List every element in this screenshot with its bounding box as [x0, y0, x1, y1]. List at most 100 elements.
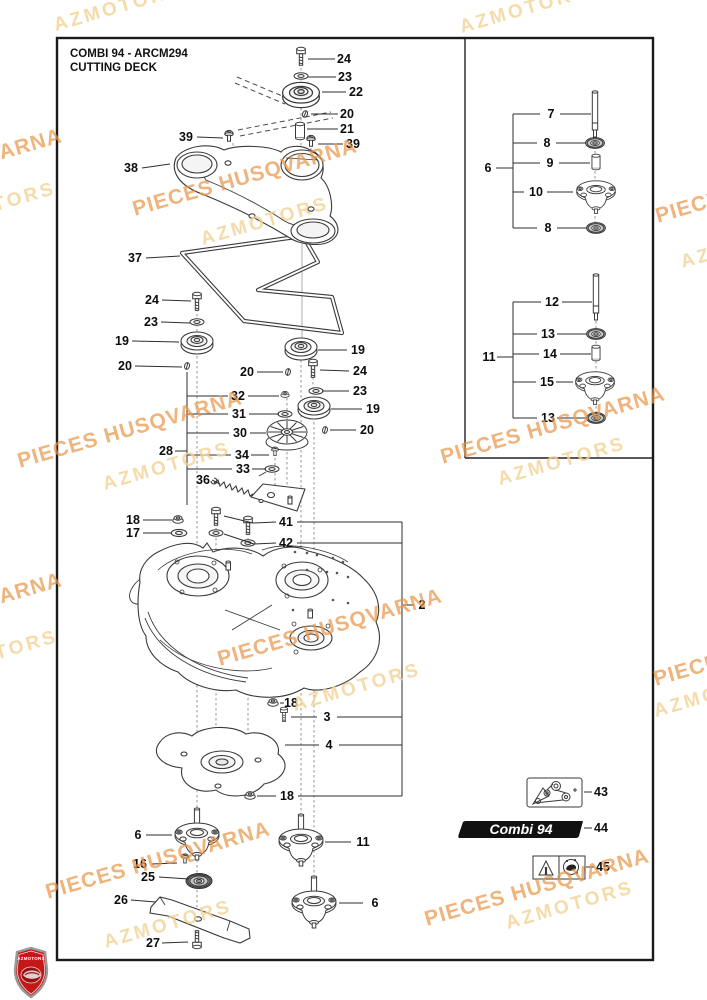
bearing-housing-hub	[576, 180, 616, 214]
ball-bearing	[586, 412, 606, 424]
callout: 23	[338, 70, 352, 84]
deck-housing	[129, 542, 380, 698]
page-title: COMBI 94 - ARCM294 CUTTING DECK	[70, 48, 188, 74]
callout: 10	[529, 185, 543, 199]
washer	[208, 529, 224, 537]
washer	[277, 410, 293, 418]
bearing-housing-hub	[174, 822, 220, 861]
deck-belt	[179, 233, 345, 336]
callout: 44	[594, 821, 608, 835]
callout: 16	[133, 857, 147, 871]
callout: 18	[284, 696, 298, 710]
callout: 39	[179, 130, 193, 144]
callout: 20	[340, 107, 354, 121]
callout: 22	[349, 85, 363, 99]
leader-lines	[130, 58, 594, 944]
cotter-pin	[321, 425, 329, 435]
ball-bearing	[586, 328, 606, 340]
engine-pulley	[281, 81, 321, 109]
callout: 8	[544, 136, 551, 150]
hex-bolt	[243, 515, 253, 535]
idler-pulley	[284, 337, 318, 361]
callout-labels: 24 23 22 20 21 39 39 38 37 24 23 19 20 1…	[114, 52, 610, 950]
callout: 30	[233, 426, 247, 440]
belt-routing-decal	[526, 777, 583, 808]
callout: 24	[145, 293, 159, 307]
tab-washer	[264, 465, 280, 473]
dome-screw	[271, 446, 279, 456]
cotter-pin	[284, 367, 292, 377]
ball-bearing	[585, 137, 605, 149]
hex-bolt	[308, 358, 318, 378]
spacer-sleeve	[591, 153, 601, 171]
callout: 41	[279, 515, 293, 529]
ball-bearing	[586, 222, 606, 234]
blade-bolt	[192, 930, 202, 950]
callout: 23	[144, 315, 158, 329]
blade-bearing	[187, 874, 211, 888]
washer	[308, 387, 324, 395]
callout: 11	[482, 350, 495, 364]
callout: 36	[196, 473, 210, 487]
shield-inner-line	[16, 950, 46, 995]
callout: 28	[159, 444, 173, 458]
bearing-housing-hub	[291, 890, 337, 929]
dome-screw	[181, 853, 189, 864]
hex-bolt	[192, 291, 202, 311]
ribbed-tension-pulley	[265, 419, 309, 451]
callout: 26	[114, 893, 128, 907]
logo-text: AZMOTORS	[17, 956, 44, 961]
callout-brackets	[186, 114, 514, 796]
callout: 12	[545, 295, 559, 309]
callout: 45	[596, 860, 610, 874]
callout: 6	[372, 896, 379, 910]
callout: 19	[115, 334, 129, 348]
spacer-sleeve	[295, 121, 305, 141]
detail-inset-box	[464, 39, 652, 459]
belt-dashed-section	[234, 76, 334, 137]
callout: 18	[280, 789, 294, 803]
callout: 17	[126, 526, 140, 540]
hex-bolt	[296, 46, 306, 66]
idler-pulley	[297, 396, 331, 420]
spindle-shaft	[591, 90, 599, 138]
callout: 13	[541, 411, 555, 425]
callout: 6	[485, 161, 492, 175]
callout: 18	[126, 513, 140, 527]
callout: 33	[236, 462, 250, 476]
washer	[170, 528, 188, 538]
spacer-sleeve	[591, 344, 601, 362]
callout: 21	[340, 122, 354, 136]
idler-plate	[173, 145, 339, 246]
callout: 31	[232, 407, 246, 421]
callout: 38	[124, 161, 138, 175]
callout: 27	[146, 936, 160, 950]
badge-text: Combi 94	[489, 821, 552, 837]
logo-swoosh-line	[24, 972, 40, 976]
dome-screw	[224, 129, 234, 142]
callout: 14	[543, 347, 557, 361]
tab-washer-tab	[258, 471, 267, 477]
idler-pulley	[180, 331, 214, 355]
callout: 7	[548, 107, 555, 121]
callout: 20	[118, 359, 132, 373]
blade-holder-plate	[155, 726, 286, 797]
title-line1: COMBI 94 - ARCM294	[70, 48, 188, 60]
callout: 15	[540, 375, 554, 389]
page-border	[55, 36, 655, 962]
callout: 13	[541, 327, 555, 341]
callout: 11	[356, 835, 369, 849]
callout: 19	[351, 343, 365, 357]
spindle-shaft	[592, 273, 600, 321]
small-nut	[280, 391, 290, 398]
mower-blade	[149, 896, 251, 944]
callout: 34	[235, 448, 249, 462]
bearing-housing-hub	[278, 828, 324, 867]
hex-bolt	[211, 506, 221, 526]
flange-nut	[172, 515, 184, 524]
callout: 2	[419, 598, 426, 612]
bearing-housing-hub	[575, 371, 615, 405]
callout: 8	[545, 221, 552, 235]
